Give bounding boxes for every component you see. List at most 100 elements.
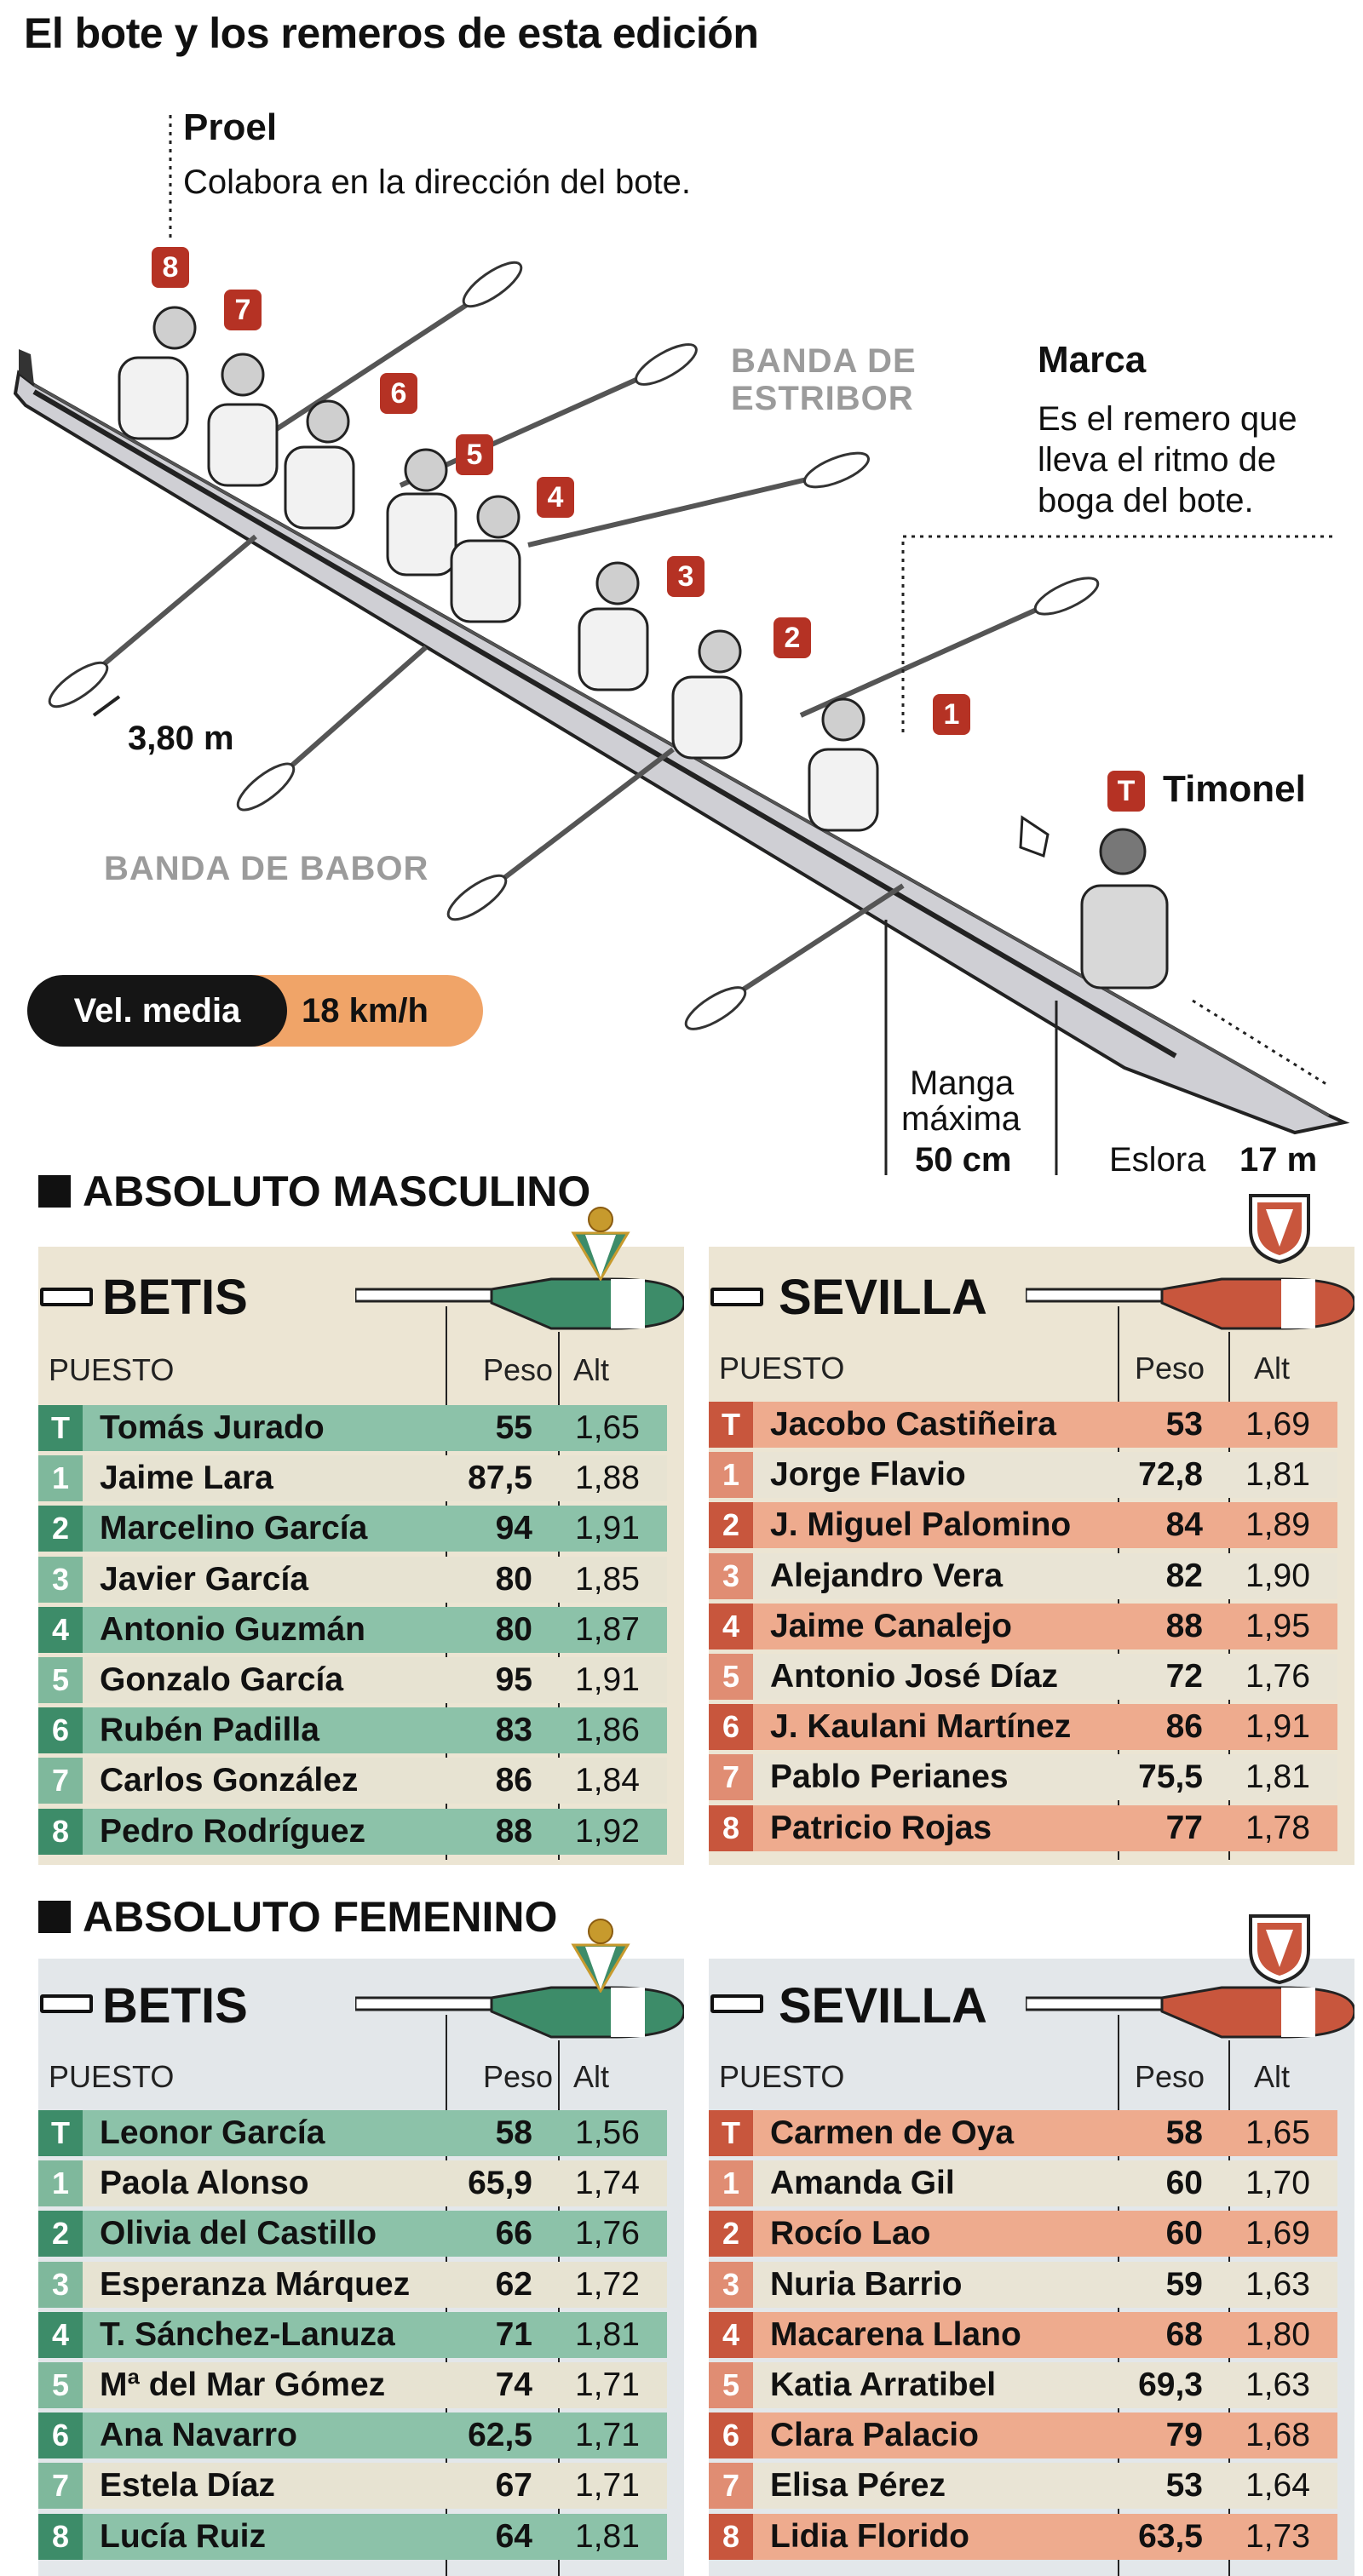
position-badge: 6 xyxy=(38,2412,83,2459)
rower-height: 1,86 xyxy=(575,1712,640,1749)
page-title: El bote y los remeros de esta edición xyxy=(24,9,759,57)
rower-height: 1,65 xyxy=(575,1409,640,1446)
position-badge: 1 xyxy=(709,1452,753,1499)
rower-name: Lucía Ruiz xyxy=(100,2517,267,2555)
rower-weight: 58 xyxy=(1165,2114,1203,2151)
position-badge: 7 xyxy=(709,1754,753,1801)
rower-name: Alejandro Vera xyxy=(770,1557,1004,1594)
oar-length-label: 3,80 m xyxy=(128,720,234,757)
rower-height: 1,71 xyxy=(575,2467,640,2504)
section-title-masculino: ABSOLUTO MASCULINO xyxy=(38,1167,590,1216)
marca-desc-3: boga del bote. xyxy=(1038,482,1254,519)
sevilla-crest-icon xyxy=(1249,1914,1310,1984)
proel-title: Proel xyxy=(183,106,278,148)
seat-badge-7: 7 xyxy=(224,290,262,330)
rower-weight: 87,5 xyxy=(468,1460,532,1497)
rower-name: Ana Navarro xyxy=(100,2417,297,2454)
rower-weight: 86 xyxy=(1165,1708,1203,1746)
rower-name: Macarena Llano xyxy=(770,2315,1021,2353)
starboard-oars xyxy=(254,261,1100,718)
rower-weight: 77 xyxy=(1165,1809,1203,1846)
col-alt: Alt xyxy=(1254,2059,1291,2094)
betis-oar-icon xyxy=(355,1277,684,1330)
rower-height: 1,70 xyxy=(1245,2165,1310,2202)
position-badge: 1 xyxy=(38,2160,83,2207)
pen-icon xyxy=(710,1288,763,1306)
rower-height: 1,91 xyxy=(575,1661,640,1698)
sevilla-oar-icon xyxy=(1026,1986,1354,2039)
rower-weight: 58 xyxy=(495,2114,532,2151)
position-badge: 2 xyxy=(38,1506,83,1552)
rower-weight: 71 xyxy=(495,2315,532,2353)
betis-oar-icon xyxy=(355,1986,684,2039)
port-oars xyxy=(48,534,905,1030)
manga-value: 50 cm xyxy=(915,1141,1012,1179)
rower-name: Olivia del Castillo xyxy=(100,2215,377,2252)
roster-row: 8 Pedro Rodríguez 88 1,92 xyxy=(38,1808,667,1855)
rower-height: 1,87 xyxy=(575,1610,640,1648)
rower-weight: 72,8 xyxy=(1138,1456,1203,1494)
section-square-icon xyxy=(38,1901,71,1933)
rower-name: Pablo Perianes xyxy=(770,1758,1009,1796)
col-puesto: PUESTO xyxy=(719,2059,845,2094)
position-badge: 8 xyxy=(38,1808,83,1855)
col-peso: Peso xyxy=(483,1352,554,1387)
rower-weight: 65,9 xyxy=(468,2165,532,2202)
rower-3 xyxy=(578,561,649,691)
betis-crest-icon xyxy=(571,1919,630,1993)
rower-height: 1,92 xyxy=(575,1812,640,1850)
rower-weight: 80 xyxy=(495,1610,532,1648)
rower-height: 1,69 xyxy=(1245,2215,1310,2252)
seat-badge-2: 2 xyxy=(774,617,811,658)
rower-name: Jaime Canalejo xyxy=(770,1607,1012,1644)
estribor-label-2: ESTRIBOR xyxy=(731,380,914,417)
position-badge: T xyxy=(38,2110,83,2156)
rower-name: Lidia Florido xyxy=(770,2517,969,2555)
position-badge: 5 xyxy=(709,2362,753,2408)
rower-weight: 60 xyxy=(1165,2165,1203,2202)
rower-height: 1,68 xyxy=(1245,2417,1310,2454)
rower-height: 1,84 xyxy=(575,1762,640,1799)
pen-icon xyxy=(40,1994,93,2013)
rower-name: J. Miguel Palomino xyxy=(770,1506,1072,1544)
rower-weight: 66 xyxy=(495,2215,532,2252)
rower-weight: 63,5 xyxy=(1138,2517,1203,2555)
rower-height: 1,69 xyxy=(1245,1406,1310,1443)
rower-name: Rocío Lao xyxy=(770,2215,931,2252)
rower-name: Jacobo Castiñeira xyxy=(770,1406,1056,1443)
rower-weight: 72 xyxy=(1165,1658,1203,1695)
rower-height: 1,85 xyxy=(575,1560,640,1598)
rower-height: 1,81 xyxy=(575,2517,640,2555)
position-badge: 2 xyxy=(38,2211,83,2258)
rower-name: Pedro Rodríguez xyxy=(100,1812,366,1850)
speed-value: 18 km/h xyxy=(249,975,483,1047)
rower-weight: 62 xyxy=(495,2265,532,2303)
rower-height: 1,63 xyxy=(1245,2367,1310,2403)
rower-weight: 53 xyxy=(1165,1406,1203,1443)
rower-height: 1,64 xyxy=(1245,2467,1310,2504)
rower-weight: 86 xyxy=(495,1762,532,1799)
rowers xyxy=(118,306,1169,990)
babor-label: BANDA DE BABOR xyxy=(104,850,429,887)
rower-weight: 55 xyxy=(495,1409,532,1446)
rower-weight: 59 xyxy=(1165,2265,1203,2303)
seat-badge-6: 6 xyxy=(380,373,417,414)
rower-weight: 88 xyxy=(495,1812,532,1850)
seat-badge-8: 8 xyxy=(152,247,189,288)
position-badge: 6 xyxy=(709,2412,753,2459)
eslora-value: 17 m xyxy=(1239,1141,1318,1179)
position-badge: 8 xyxy=(709,1804,753,1851)
rower-name: Estela Díaz xyxy=(100,2467,275,2504)
